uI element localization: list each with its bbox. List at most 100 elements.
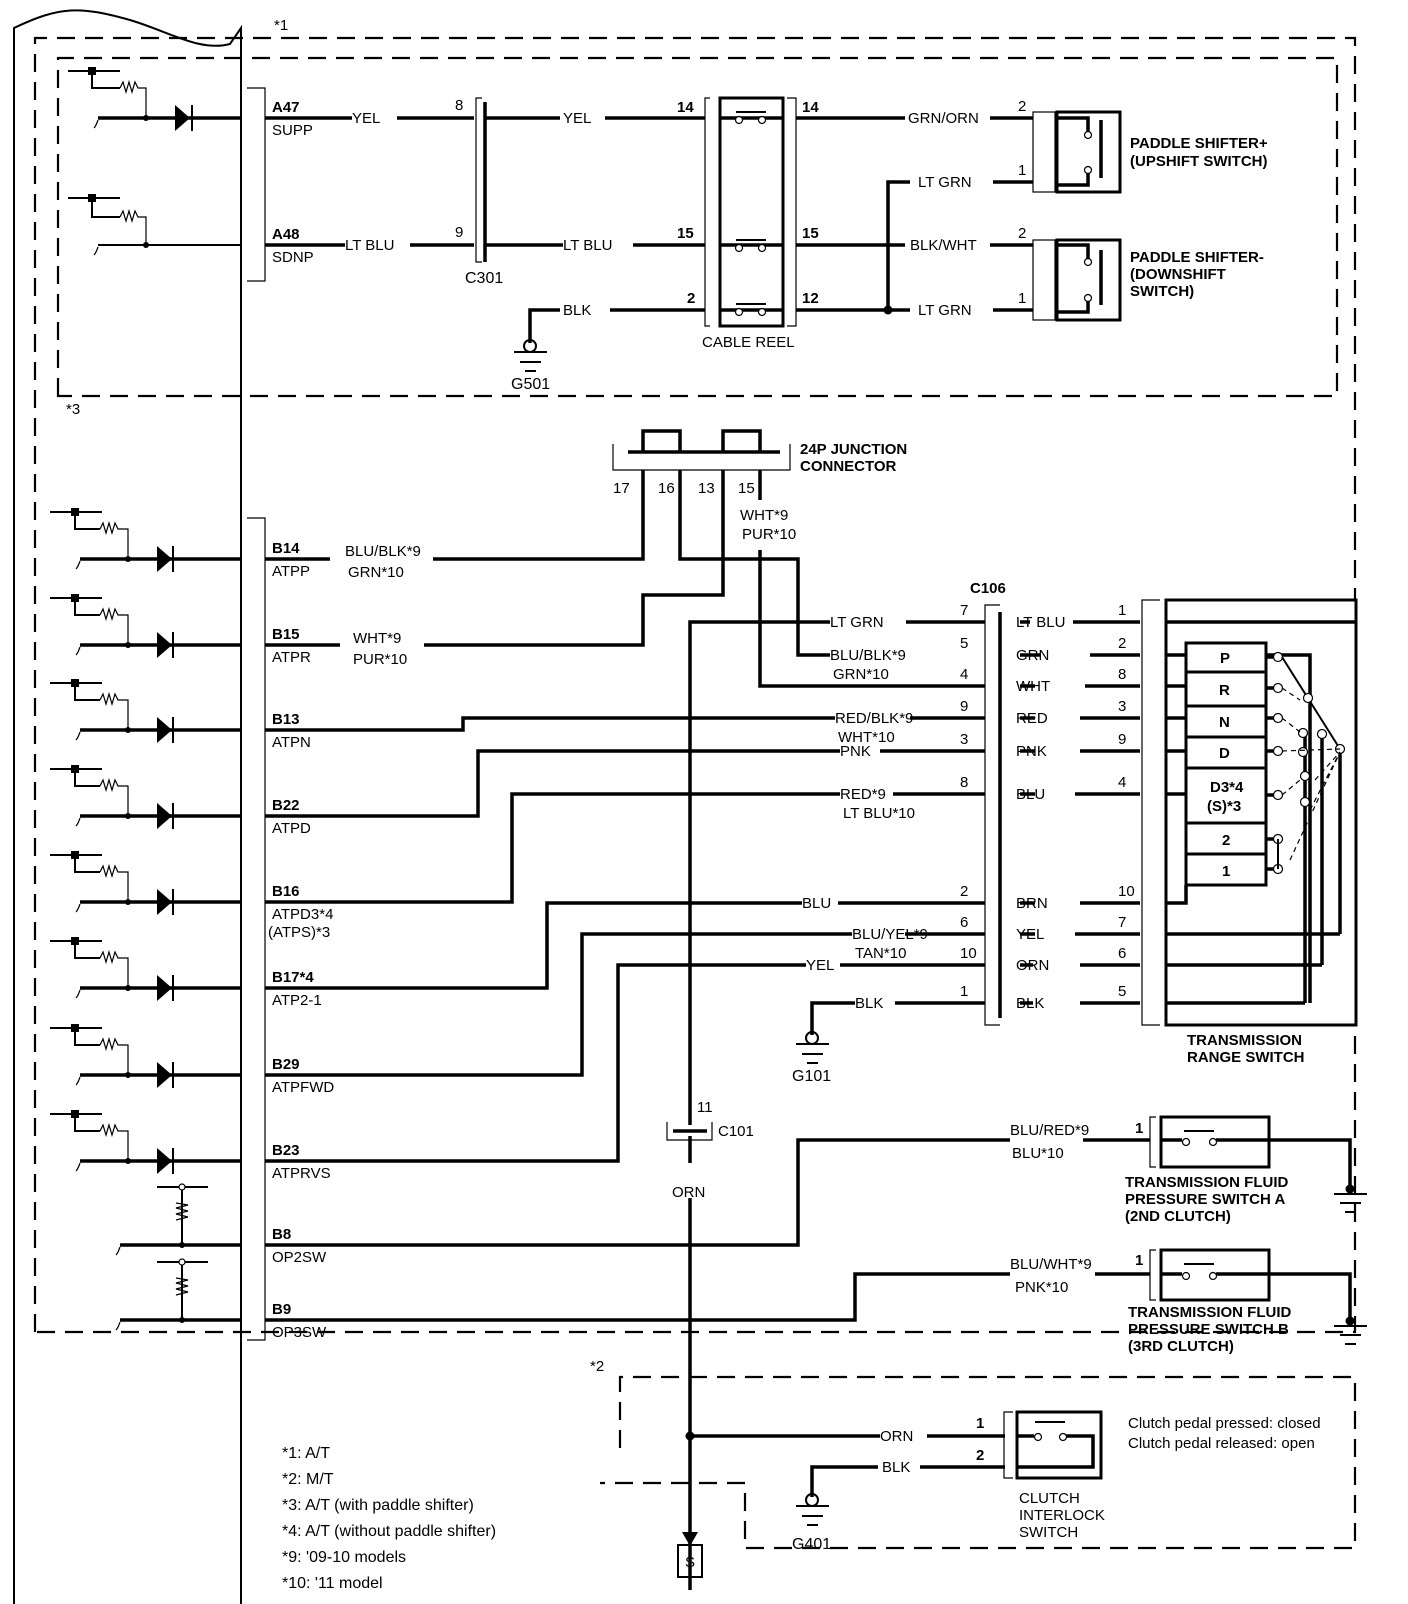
boundary-mt-label: *2	[590, 1358, 604, 1375]
c301-pin-9: 9	[455, 224, 463, 241]
legend-item: *2: M/T	[282, 1471, 334, 1488]
c106-right-pin: 5	[1118, 983, 1126, 1000]
wire-b15-color-1: WHT*9	[353, 630, 401, 647]
ecm-pin-name: ATPFWD	[272, 1079, 334, 1096]
down-contact-b	[1083, 293, 1093, 303]
c106-left-color: BLK	[855, 995, 883, 1012]
pressure-b-contacts	[1161, 1272, 1352, 1320]
down-switch-pin1: 1	[1018, 290, 1026, 307]
range-switch-label-1: TRANSMISSION	[1187, 1032, 1302, 1049]
power-node	[71, 679, 79, 687]
range-position-d: D	[1219, 745, 1230, 762]
terminal-s-box[interactable]	[677, 1544, 703, 1578]
diode-icon	[157, 803, 172, 829]
cable-reel-label: CABLE REEL	[702, 334, 795, 351]
ecm-pin-name: ATPRVS	[272, 1165, 331, 1182]
range-contact	[1297, 727, 1309, 739]
wire-g501	[528, 308, 705, 343]
up-contact-b	[1083, 165, 1093, 175]
power-node	[71, 937, 79, 945]
clutch-connector	[1003, 1411, 1013, 1479]
clutch-label-3: SWITCH	[1019, 1524, 1078, 1541]
down-switch-label1: PADDLE SHIFTER-	[1130, 249, 1264, 266]
ecm-pin-number: B15	[272, 626, 300, 643]
power-node	[71, 1024, 79, 1032]
power-node	[71, 851, 79, 859]
pressure-b-contact	[1181, 1271, 1191, 1281]
c106-right-pin: 9	[1118, 731, 1126, 748]
c106-left-color-alt: LT BLU*10	[843, 805, 915, 822]
c106-right-color: GRN	[1016, 647, 1049, 664]
down-contact-a	[1083, 257, 1093, 267]
pressure-a-ground-icon	[1334, 1184, 1367, 1213]
wire-break-icon	[75, 817, 81, 827]
c106-left-color: BLU	[802, 895, 831, 912]
c101-wire-color: ORN	[672, 1184, 705, 1201]
legend: *1: A/T*2: M/T*3: A/T (with paddle shift…	[282, 1445, 496, 1592]
clutch-pin-1: 1	[976, 1415, 984, 1432]
ecm-pin-number: B8	[272, 1226, 291, 1243]
power-node	[71, 765, 79, 773]
c106-left-pin: 8	[960, 774, 968, 791]
range-position-cell	[1184, 641, 1268, 674]
ecm-pin-number: B14	[272, 540, 300, 557]
boundary-at-label: *1	[274, 17, 288, 34]
wire-break-icon	[75, 1076, 81, 1086]
range-contact	[1299, 770, 1311, 782]
c106-right-color: BLK	[1016, 995, 1044, 1012]
pressure-b-pin: 1	[1135, 1252, 1143, 1269]
clutch-blk-color: BLK	[882, 1459, 910, 1476]
node-open	[178, 1183, 186, 1191]
junction-pin15-color-2: PUR*10	[742, 526, 796, 543]
at-wiring	[265, 470, 1150, 1590]
c106-left-pin: 1	[960, 983, 968, 1000]
resistor-icon	[99, 1036, 129, 1075]
power-node	[71, 508, 79, 516]
range-position-1: 1	[1222, 863, 1230, 880]
ecm-pin-number: B29	[272, 1056, 300, 1073]
wire-reel-14-color: GRN/ORN	[908, 110, 979, 127]
cable-reel-out-12: 12	[802, 290, 819, 307]
clutch-note-1: Clutch pedal pressed: closed	[1128, 1415, 1321, 1432]
ecm-pin-name: ATPN	[272, 734, 311, 751]
pressure-b-label-2: PRESSURE SWITCH B	[1128, 1321, 1289, 1338]
pressure-a-contacts	[1161, 1138, 1352, 1188]
c106-right-color: YEL	[1016, 926, 1044, 943]
ecm-pin-name: SUPP	[272, 122, 313, 139]
c106-left-color: BLU/YEL*9	[852, 926, 928, 943]
clutch-contact	[1058, 1432, 1068, 1442]
up-switch-contacts	[1057, 116, 1103, 187]
clutch-contact	[1033, 1432, 1043, 1442]
ground-g501-icon	[514, 339, 547, 372]
resistor-icon	[99, 863, 129, 902]
pressure-a-label-3: (2ND CLUTCH)	[1125, 1208, 1231, 1225]
cable-reel-bracket-left	[704, 97, 710, 327]
up-switch-pin2: 2	[1018, 98, 1026, 115]
ecm-pin-name: ATPD	[272, 820, 311, 837]
c106-right-color: WHT	[1016, 678, 1050, 695]
range-contact	[1297, 746, 1309, 758]
wire-break-icon	[75, 989, 81, 999]
junction-label-2: CONNECTOR	[800, 458, 897, 475]
c106-right-pin: 2	[1118, 635, 1126, 652]
junction-connector-bracket	[612, 444, 791, 471]
diode-icon	[157, 889, 172, 915]
cable-reel-box	[718, 96, 785, 328]
junction-pin-16: 16	[658, 480, 675, 497]
c106-left-color-alt: TAN*10	[855, 945, 906, 962]
diode-icon	[157, 1148, 172, 1174]
legend-item: *9: '09-10 models	[282, 1549, 406, 1566]
pressure-b-color-1: BLU/WHT*9	[1010, 1256, 1092, 1273]
pressure-a-pin: 1	[1135, 1120, 1143, 1137]
power-node	[88, 194, 96, 202]
c101-pin: 11	[697, 1099, 713, 1116]
range-position-r: R	[1219, 682, 1230, 699]
ecm-pin-name: ATPD3*4	[272, 906, 333, 923]
wire-break-icon	[93, 119, 99, 129]
power-node	[71, 594, 79, 602]
c106-right-labels: LT BLU1GRN2WHT8RED3PNK9BLU4BRN10YEL7ORN6…	[1016, 602, 1135, 1012]
wire-break-icon	[75, 1162, 81, 1172]
